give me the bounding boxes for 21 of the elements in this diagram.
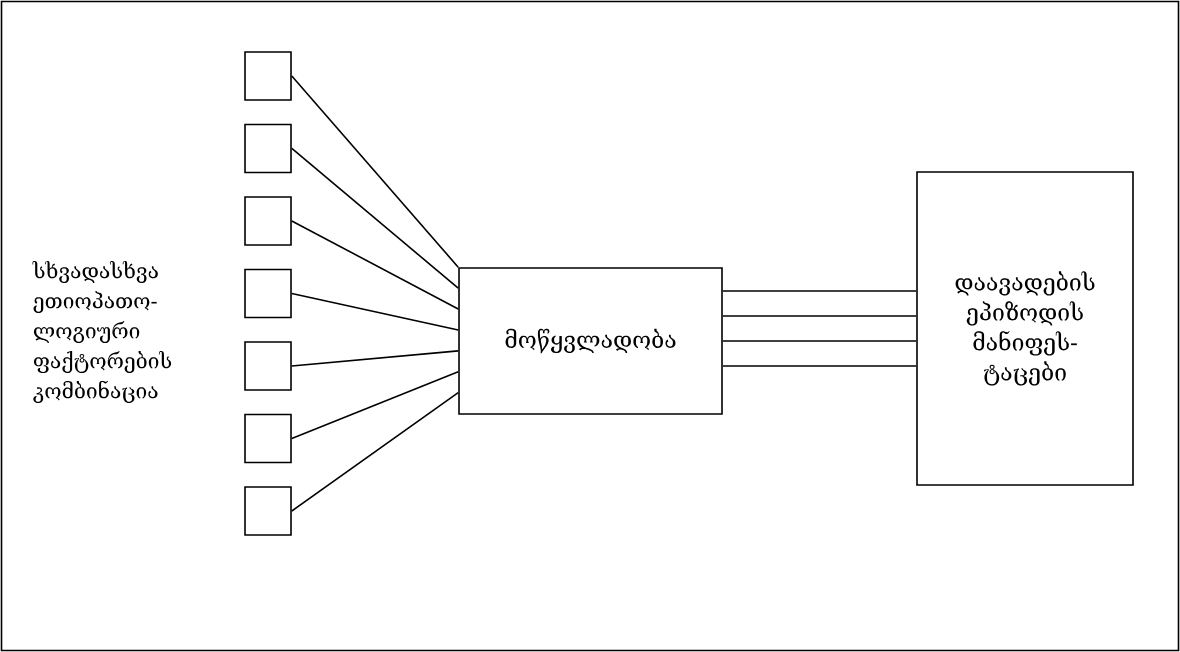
text-label: სხვადასხვა ეთიოპათო- ლოგიური ფაქტორების კომბინაცია [32,260,172,404]
connector-line [291,292,459,331]
empty-box [244,51,292,101]
empty-box [244,413,292,464]
process-box: დაავადების ეპიზოდის მანიფეს- ტაცები [916,171,1134,486]
process-box: მოწყვლადობა [458,267,723,415]
connector-line [722,290,917,292]
connector-line [291,391,459,512]
empty-box [244,123,292,174]
empty-box [244,196,292,246]
connector-line [291,220,459,310]
connector-line [722,365,917,367]
connector-line [291,350,459,367]
connector-line [291,370,459,440]
empty-box [244,268,292,319]
connector-line [291,75,459,268]
empty-box [244,341,292,391]
empty-box [244,486,292,536]
connector-line [291,147,459,289]
connector-line [722,340,917,342]
connector-line [722,315,917,317]
